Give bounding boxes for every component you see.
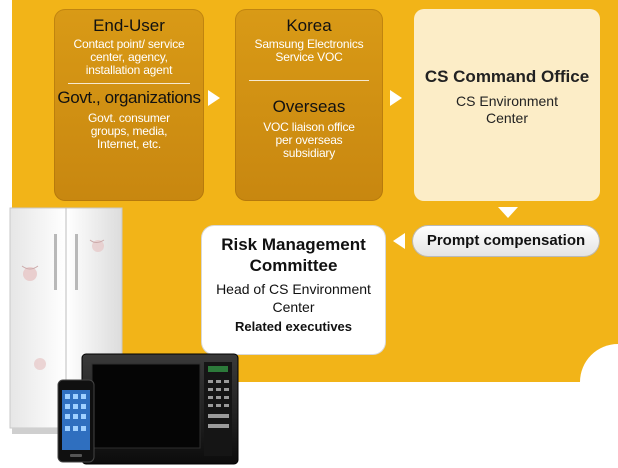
- microwave-icon: [81, 353, 239, 465]
- arrow-left-icon: [393, 233, 405, 249]
- risk-title: Risk Management Committee: [221, 235, 366, 275]
- arrow-right-1-icon: [208, 90, 220, 106]
- product-illustration: [9, 207, 239, 465]
- panel-corner-cutout: [580, 344, 618, 382]
- overseas-desc: VOC liaison office per overseas subsidia…: [263, 120, 355, 160]
- govt-desc: Govt. consumer groups, media, Internet, …: [88, 111, 170, 151]
- overseas-title: Overseas: [272, 97, 346, 116]
- end-user-box: End-User Contact point/ service center, …: [54, 9, 204, 201]
- korea-title: Korea: [286, 16, 332, 35]
- risk-desc: Head of CS Environment Center: [216, 281, 371, 315]
- korea-desc: Samsung Electronics Service VOC: [254, 37, 364, 64]
- arrow-down-icon: [498, 207, 518, 218]
- smartphone-icon: [57, 379, 95, 463]
- end-user-title: End-User: [93, 16, 165, 35]
- end-user-desc: Contact point/ service center, agency, i…: [73, 37, 185, 77]
- govt-title: Govt., organizations: [57, 88, 201, 107]
- korea-divider: [249, 80, 369, 81]
- prompt-compensation-pill: Prompt compensation: [413, 226, 599, 256]
- end-user-divider: [68, 83, 190, 84]
- cs-command-desc: CS Environment Center: [456, 93, 558, 126]
- risk-management-committee-box: Risk Management Committee Head of CS Env…: [202, 226, 385, 354]
- korea-box: Korea Samsung Electronics Service VOC Ov…: [235, 9, 383, 201]
- cs-command-office-box: CS Command Office CS Environment Center: [414, 9, 600, 201]
- cs-command-title: CS Command Office: [424, 67, 590, 86]
- arrow-right-2-icon: [390, 90, 402, 106]
- risk-executives: Related executives: [234, 319, 353, 334]
